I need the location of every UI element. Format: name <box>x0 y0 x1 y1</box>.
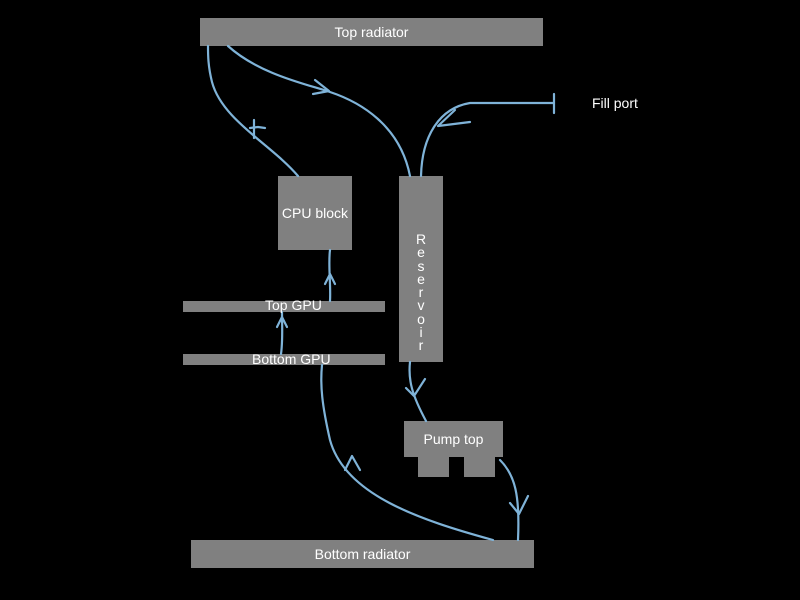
top-gpu <box>183 301 385 312</box>
reservoir-letter: v <box>417 297 425 314</box>
reservoir-letter: o <box>417 310 425 327</box>
bottom-gpu-label: Bottom GPU <box>252 351 331 367</box>
flow-arrow-to-reservoir <box>311 78 331 96</box>
flow-arrow-fill-port <box>436 108 472 128</box>
fill-port-label: Fill port <box>592 95 638 111</box>
tube-fill-port <box>419 101 556 178</box>
reservoir-letter: r <box>418 337 424 354</box>
top-radiator-label: Top radiator <box>334 24 409 40</box>
reservoir-letter: e <box>417 244 425 261</box>
tube-pump-to-bottom-radiator <box>498 458 520 542</box>
pump-top-label: Pump top <box>423 431 484 447</box>
flow-arrow-to-bottom-radiator <box>508 494 530 516</box>
reservoir-letter: e <box>417 270 425 287</box>
cpu-block-label: CPU block <box>281 205 349 221</box>
tube-top-radiator-to-reservoir <box>226 44 412 178</box>
bottom-radiator-label: Bottom radiator <box>314 546 411 562</box>
top-radiator: Top radiator <box>200 18 543 46</box>
bottom-radiator: Bottom radiator <box>191 540 534 568</box>
pump-port-left <box>418 456 449 477</box>
flow-arrow-to-top-radiator <box>248 125 267 130</box>
tube-top-gpu-to-cpu <box>328 248 332 303</box>
reservoir-letter: s <box>417 257 425 274</box>
tube-cpu-to-top-radiator <box>206 44 300 178</box>
reservoir-letter: i <box>419 324 423 341</box>
reservoir-letter: R <box>415 231 427 247</box>
flow-arrow-to-pump <box>404 377 427 398</box>
tube-bottom-gpu-to-top-gpu <box>279 310 284 356</box>
flow-arrow-to-cpu <box>323 272 337 286</box>
pump-top: Pump top <box>404 421 503 457</box>
tubing <box>206 44 556 542</box>
tube-reservoir-to-pump <box>408 360 428 423</box>
cpu-block: CPU block <box>278 176 352 250</box>
top-gpu-label: Top GPU <box>265 297 322 313</box>
flow-arrow-to-top-gpu <box>275 315 289 329</box>
flow-arrow-to-bottom-gpu <box>343 454 362 472</box>
pump-port-right <box>464 456 495 477</box>
bottom-gpu <box>183 354 385 365</box>
reservoir-letter: r <box>418 284 424 301</box>
